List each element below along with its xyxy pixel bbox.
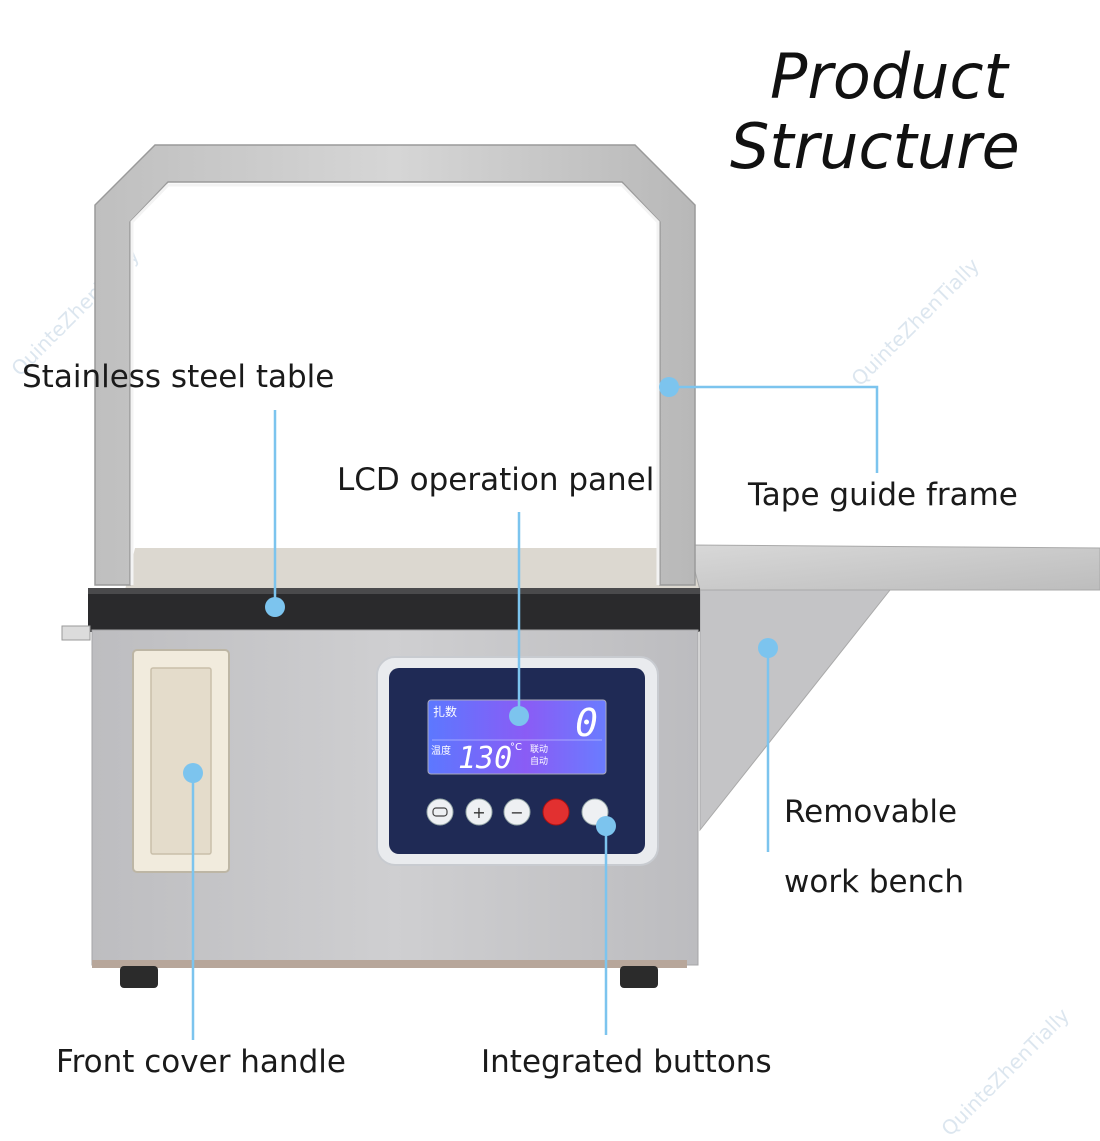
dot-work-bench bbox=[758, 638, 778, 658]
machine-illustration: + − 扎数 0 温度 130 °C 联动 自动 bbox=[61, 144, 1100, 1040]
dot-lcd-panel bbox=[509, 706, 529, 726]
dot-tape-guide-frame bbox=[659, 377, 679, 397]
lcd-mode-bottom: 自动 bbox=[530, 755, 548, 767]
foot-left bbox=[120, 966, 158, 988]
mode-icon bbox=[432, 807, 448, 817]
button-mode[interactable] bbox=[426, 798, 454, 826]
front-cover-handle-shape bbox=[132, 649, 230, 873]
lcd-screen bbox=[427, 699, 607, 775]
label-stainless-steel-table: Stainless steel table bbox=[22, 359, 335, 395]
lcd-temp-unit: °C bbox=[510, 742, 522, 753]
title-line-1: Product bbox=[770, 40, 1008, 113]
table-edge-strip bbox=[88, 588, 700, 632]
table-top-surface bbox=[125, 548, 720, 590]
button-minus[interactable] bbox=[503, 798, 531, 826]
button-stop[interactable] bbox=[542, 798, 570, 826]
minus-glyph: − bbox=[510, 803, 523, 822]
lcd-mode-top: 联动 bbox=[530, 744, 548, 755]
label-integrated-buttons: Integrated buttons bbox=[481, 1044, 772, 1080]
label-tape-guide-frame: Tape guide frame bbox=[748, 477, 1018, 513]
dot-stainless-steel-table bbox=[265, 597, 285, 617]
removable-work-bench-shape bbox=[687, 544, 1100, 832]
leader-lines bbox=[191, 385, 879, 1040]
lcd-temp-label: 温度 bbox=[431, 744, 451, 757]
product-structure-diagram: QuinteZhenTially QuinteZhenTially Quinte… bbox=[6, 40, 1100, 1141]
label-front-cover-handle: Front cover handle bbox=[56, 1044, 346, 1080]
button-plus[interactable] bbox=[465, 798, 493, 826]
dot-integrated-buttons bbox=[596, 816, 616, 836]
lcd-count-value: 0 bbox=[575, 701, 598, 745]
label-work-bench: work bench bbox=[784, 864, 964, 900]
label-lcd-operation-panel: LCD operation panel bbox=[337, 462, 655, 498]
foot-right bbox=[620, 966, 658, 988]
lcd-temp-value: 130 bbox=[458, 741, 512, 776]
tape-guide-frame-shape bbox=[94, 144, 696, 586]
dot-front-cover-handle bbox=[183, 763, 203, 783]
lcd-count-label: 扎数 bbox=[433, 704, 457, 719]
title-line-2: Structure bbox=[730, 110, 1020, 183]
label-removable: Removable bbox=[784, 794, 958, 830]
plus-glyph: + bbox=[472, 803, 485, 822]
